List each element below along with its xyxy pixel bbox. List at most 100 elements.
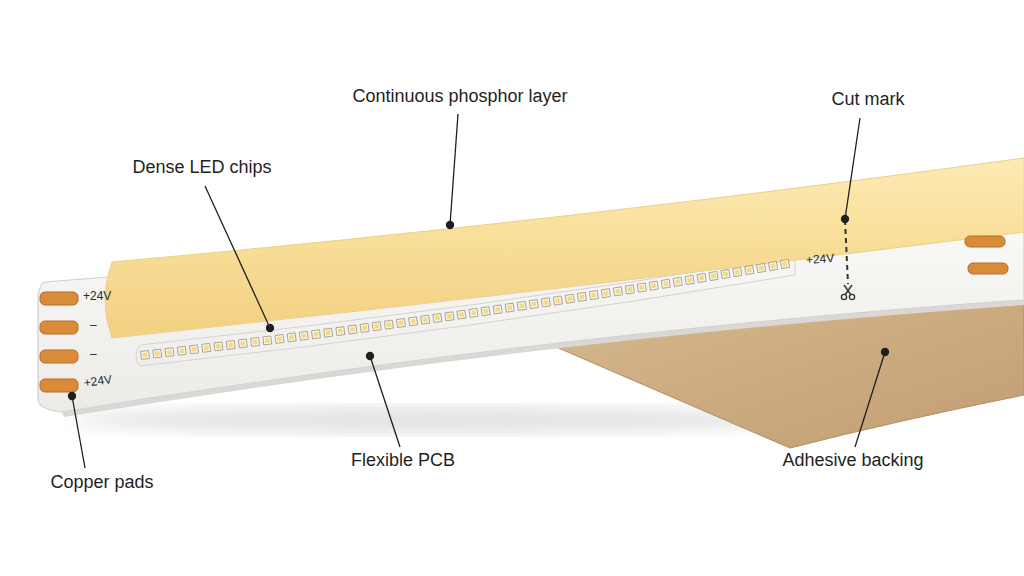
chip-body [433, 313, 442, 322]
chip-die [338, 329, 343, 334]
chip-die [350, 327, 355, 332]
led-chip [517, 301, 526, 310]
chip-die [591, 292, 596, 297]
led-chip [768, 261, 777, 270]
led-chip [263, 336, 272, 345]
chip-die [699, 275, 704, 280]
led-chip [336, 327, 345, 336]
chip-body [589, 290, 598, 299]
chip-die [423, 317, 428, 322]
chip-body [649, 281, 658, 290]
chip-body [673, 277, 682, 286]
chip-die [747, 267, 752, 272]
chip-body [625, 285, 634, 294]
led-chip [565, 294, 574, 303]
chip-body [457, 310, 466, 319]
led-chip [733, 267, 742, 276]
led-chip [697, 273, 706, 282]
chip-die [216, 344, 221, 349]
chip-die [301, 333, 306, 338]
chip-body [312, 330, 321, 339]
led-chip [153, 349, 162, 358]
chip-body [493, 305, 502, 314]
chip-body [299, 331, 308, 340]
cut-line [845, 220, 848, 284]
chip-body [685, 275, 694, 284]
led-chip [625, 285, 634, 294]
led-chip [457, 310, 466, 319]
led-chip [709, 271, 718, 280]
chip-body [565, 294, 574, 303]
pin-label: – [90, 319, 97, 333]
chip-die [386, 322, 391, 327]
chip-die [142, 352, 147, 357]
chip-die [627, 287, 632, 292]
chip-body [324, 328, 333, 337]
chip-die [495, 307, 500, 312]
chip-body [757, 263, 766, 272]
chip-die [555, 298, 560, 303]
led-chip [601, 289, 610, 298]
chip-die [228, 342, 233, 347]
copper-pads [40, 236, 1008, 392]
chip-body [661, 279, 670, 288]
chip-body [529, 300, 538, 309]
led-chip [396, 319, 405, 328]
chip-body [372, 322, 381, 331]
chip-body [517, 301, 526, 310]
chip-die [723, 271, 728, 276]
chip-die [507, 305, 512, 310]
chip-die [471, 310, 476, 315]
chip-die [687, 277, 692, 282]
chip-body [780, 259, 789, 268]
chip-die [374, 324, 379, 329]
chip-die [313, 332, 318, 337]
led-chip [661, 279, 670, 288]
chip-die [531, 302, 536, 307]
copper-pad [40, 379, 78, 392]
led-chip [251, 337, 260, 346]
led-chip [589, 290, 598, 299]
led-chip [541, 298, 550, 307]
chip-die [410, 319, 415, 324]
chip-die [759, 265, 764, 270]
chip-die [398, 320, 403, 325]
led-chip [324, 328, 333, 337]
led-chip [226, 340, 235, 349]
chip-die [651, 283, 656, 288]
callout-label: Flexible PCB [351, 450, 455, 471]
chip-die [459, 312, 464, 317]
chip-body [709, 271, 718, 280]
callout-label: Continuous phosphor layer [352, 86, 567, 107]
chip-die [543, 300, 548, 305]
copper-pad [40, 321, 78, 334]
led-chip [190, 345, 199, 354]
led-chip [577, 292, 586, 301]
led-chip [384, 320, 393, 329]
chip-body [541, 298, 550, 307]
chip-body [481, 307, 490, 316]
chip-die [782, 261, 787, 266]
copper-pad [965, 236, 1005, 247]
led-chip [445, 312, 454, 321]
led-chip [481, 307, 490, 316]
chip-body [275, 334, 284, 343]
chip-body [141, 351, 150, 360]
led-chip [780, 259, 789, 268]
led-chip [177, 346, 186, 355]
led-chip [202, 343, 211, 352]
chip-die [663, 281, 668, 286]
chip-die [735, 269, 740, 274]
chip-die [519, 303, 524, 308]
chip-body [226, 340, 235, 349]
chip-die [435, 315, 440, 320]
callout-label: Cut mark [831, 89, 904, 110]
chip-die [675, 279, 680, 284]
chip-body [202, 343, 211, 352]
chip-die [639, 285, 644, 290]
chip-die [277, 336, 282, 341]
chip-body [287, 333, 296, 342]
chip-body [190, 345, 199, 354]
chip-body [396, 319, 405, 328]
chip-die [483, 309, 488, 314]
